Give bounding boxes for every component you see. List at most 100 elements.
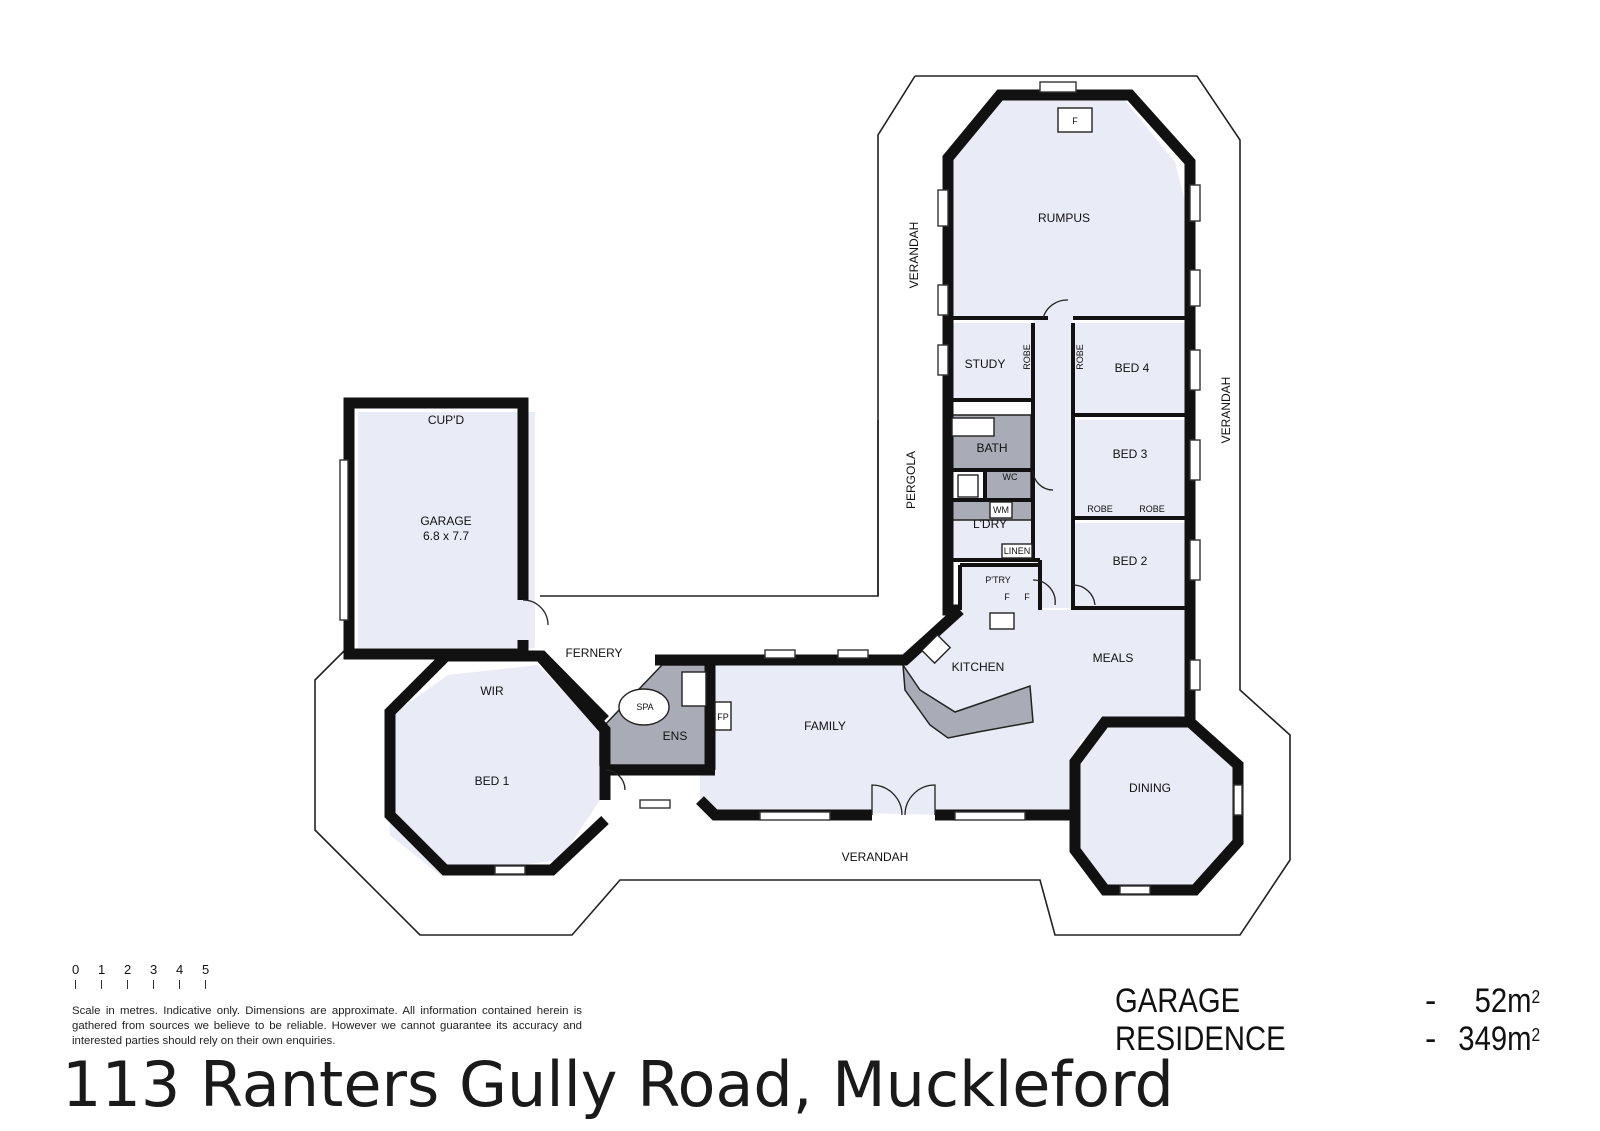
kitchen-bench — [902, 662, 1034, 739]
window — [1189, 349, 1201, 391]
label-wc: WC — [1003, 472, 1018, 482]
garage-floor — [358, 412, 535, 648]
scale-tick-1: 1 — [98, 962, 106, 977]
fixtures — [618, 107, 1093, 731]
window — [764, 649, 796, 659]
label-wir: WIR — [480, 684, 504, 698]
area-value-number: 349m — [1458, 1020, 1532, 1058]
area-summary: GARAGE - 52m2 RESIDENCE - 349m2 — [1115, 982, 1540, 1058]
label-study: STUDY — [965, 357, 1006, 371]
area-name: RESIDENCE — [1115, 1020, 1286, 1058]
area-unit-exponent: 2 — [1531, 987, 1540, 1007]
label-ptry: P'TRY — [985, 575, 1011, 585]
room-labels: RUMPUS F STUDY ROBE ROBE BED 4 BATH WC W… — [420, 116, 1233, 864]
area-value: 52m2 — [1475, 982, 1540, 1020]
bed2-floor — [1073, 523, 1185, 606]
doors — [522, 299, 1096, 816]
floor-fills — [358, 92, 1238, 885]
door-swing — [871, 784, 903, 816]
area-dash: - — [1425, 1020, 1437, 1058]
spa-bath — [618, 688, 670, 726]
label-robe-bed4: ROBE — [1075, 344, 1085, 370]
dining-floor — [1075, 718, 1238, 885]
label-robe-study: ROBE — [1022, 344, 1032, 370]
scale-mark — [75, 980, 76, 989]
label-bath: BATH — [976, 441, 1007, 455]
label-spa: SPA — [636, 702, 653, 712]
wm-box — [989, 501, 1013, 519]
window — [1189, 659, 1201, 691]
disclaimer-text: Scale in metres. Indicative only. Dimens… — [72, 1005, 582, 1047]
window — [339, 459, 349, 621]
bath-tub — [951, 417, 995, 437]
label-ens: ENS — [663, 729, 688, 743]
label-robe-a: ROBE — [1087, 504, 1113, 514]
label-rumpus: RUMPUS — [1038, 211, 1090, 225]
area-row-residence: RESIDENCE - 349m2 — [1115, 1020, 1540, 1058]
label-fridge-1: F — [1004, 592, 1010, 602]
area-name: GARAGE — [1115, 982, 1241, 1020]
label-cupd: CUP'D — [428, 413, 465, 427]
scale-tick-0: 0 — [72, 962, 80, 977]
label-fernery: FERNERY — [565, 646, 622, 660]
window — [1233, 784, 1243, 816]
floor-plan: RUMPUS F STUDY ROBE ROBE BED 4 BATH WC W… — [314, 75, 1291, 936]
fp-box — [714, 701, 732, 731]
partition-4 — [948, 468, 1042, 610]
window — [937, 189, 949, 227]
label-bed3: BED 3 — [1113, 447, 1148, 461]
label-fireplace: F — [1072, 116, 1078, 126]
label-verandah-bottom: VERANDAH — [842, 850, 909, 864]
window — [937, 344, 949, 376]
door-swing — [1032, 579, 1056, 606]
label-garage: GARAGE — [420, 514, 471, 528]
scale-tick-5: 5 — [202, 962, 210, 977]
shower — [681, 671, 707, 707]
label-fridge-2: F — [1024, 592, 1030, 602]
label-garage-size: 6.8 x 7.7 — [423, 529, 469, 543]
label-bed2: BED 2 — [1113, 554, 1148, 568]
family-north-wall — [655, 605, 964, 666]
verandah-outline-west — [540, 75, 916, 597]
window — [1189, 439, 1201, 481]
scale-tick-2: 2 — [124, 962, 132, 977]
linen-box — [1001, 543, 1033, 559]
door-swing — [522, 599, 549, 626]
window — [837, 649, 869, 659]
area-value-number: 52m — [1474, 982, 1532, 1020]
label-ldry: L'DRY — [973, 517, 1007, 531]
bed4-floor — [1073, 323, 1185, 415]
scale-bar: 0 1 2 3 4 5 — [72, 962, 232, 1002]
cooktop — [989, 612, 1015, 630]
scale-mark — [153, 980, 154, 989]
door-swing — [1072, 584, 1096, 606]
bed3-floor — [1073, 420, 1185, 518]
area-value: 349m2 — [1458, 1020, 1540, 1058]
label-wm: WM — [993, 505, 1009, 515]
door-swing — [604, 769, 626, 791]
label-verandah-left: VERANDAH — [907, 222, 921, 289]
shower-2 — [957, 474, 979, 498]
window — [1119, 885, 1151, 895]
label-verandah-right: VERANDAH — [1219, 377, 1233, 444]
window — [937, 284, 949, 316]
window — [639, 799, 671, 809]
area-dash: - — [1425, 982, 1437, 1020]
ptry-floor — [960, 565, 1040, 610]
scale-mark — [127, 980, 128, 989]
property-address: 113 Ranters Gully Road, Muckleford — [62, 1048, 1174, 1121]
bed1-floor — [385, 665, 600, 875]
label-robe-b: ROBE — [1139, 504, 1165, 514]
fireplace-box — [1057, 107, 1093, 133]
door-swing — [904, 784, 936, 816]
door-swing — [1042, 299, 1069, 319]
rumpus-floor — [943, 92, 1192, 318]
verandah-outline-north — [314, 75, 1291, 936]
window — [1189, 269, 1201, 307]
east-wing-wall — [942, 89, 1196, 722]
scale-tick-3: 3 — [150, 962, 158, 977]
window — [759, 811, 831, 821]
label-bed4: BED 4 — [1115, 361, 1150, 375]
partition-2 — [948, 323, 1035, 402]
label-pergola: PERGOLA — [904, 451, 918, 509]
